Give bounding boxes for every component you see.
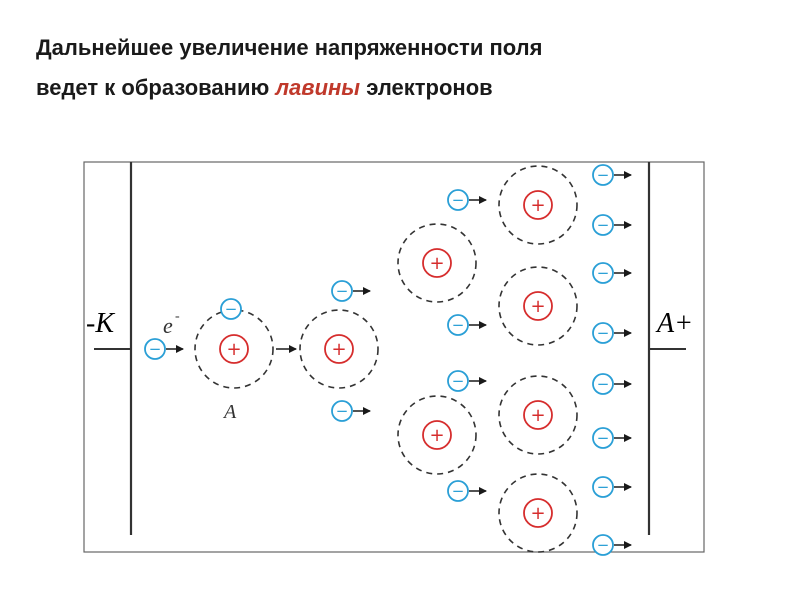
title-line-2: ведет к образованию лавины электронов xyxy=(36,68,776,108)
plus-sign: + xyxy=(530,405,545,426)
ion-core xyxy=(523,400,553,430)
minus-sign: − xyxy=(597,264,610,282)
electron-circle xyxy=(447,370,469,392)
positive-ion: + xyxy=(397,395,477,475)
title-line-1: Дальнейшее увеличение напряженности поля xyxy=(36,35,543,60)
electron-shell xyxy=(397,223,477,303)
positive-ion: + xyxy=(498,165,578,245)
electron: − xyxy=(144,338,184,360)
ion-core xyxy=(523,291,553,321)
electron-circle xyxy=(144,338,166,360)
electron: − xyxy=(331,280,371,302)
plus-sign: + xyxy=(429,425,444,446)
electron-circle xyxy=(331,280,353,302)
electron: − xyxy=(592,214,632,236)
ion-core xyxy=(324,334,354,364)
title-highlight-word: лавины xyxy=(275,75,361,100)
minus-sign: − xyxy=(336,282,349,300)
electron: − xyxy=(447,189,487,211)
electron-circle xyxy=(220,298,242,320)
electron-circle xyxy=(592,427,614,449)
minus-sign: − xyxy=(597,324,610,342)
atom-label: A xyxy=(222,401,237,423)
minus-sign: − xyxy=(149,340,162,358)
positive-ion: + xyxy=(498,473,578,553)
electron: − xyxy=(447,480,487,502)
ion-core xyxy=(219,334,249,364)
plus-sign: + xyxy=(530,503,545,524)
electron-shell xyxy=(194,309,274,389)
electron: − xyxy=(592,476,632,498)
electron: − xyxy=(592,262,632,284)
minus-sign: − xyxy=(225,300,238,318)
positive-ion: + xyxy=(498,266,578,346)
minus-sign: − xyxy=(452,482,465,500)
electron: − xyxy=(331,400,371,422)
minus-sign: − xyxy=(452,316,465,334)
ion-core xyxy=(422,420,452,450)
electron: − xyxy=(592,373,632,395)
minus-sign: − xyxy=(597,536,610,554)
positive-ion: + xyxy=(194,309,274,389)
minus-sign: − xyxy=(336,402,349,420)
electron-shell xyxy=(498,473,578,553)
electron-circle xyxy=(592,262,614,284)
electron-circle xyxy=(592,214,614,236)
electron: − xyxy=(592,322,632,344)
plus-sign: + xyxy=(429,253,444,274)
cathode-label: -K xyxy=(86,308,115,339)
electron-circle xyxy=(447,480,469,502)
electron-circle xyxy=(592,373,614,395)
plus-sign: + xyxy=(331,339,346,360)
ion-core xyxy=(523,498,553,528)
positive-ion: + xyxy=(397,223,477,303)
electron: − xyxy=(592,534,632,556)
electron-label: e xyxy=(163,313,173,338)
plus-sign: + xyxy=(530,195,545,216)
electron-shell xyxy=(299,309,379,389)
electron-shell xyxy=(498,165,578,245)
minus-sign: − xyxy=(597,166,610,184)
title-line-2-end: электронов xyxy=(360,75,493,100)
electron-circle xyxy=(447,189,469,211)
anode-label: A+ xyxy=(655,308,693,339)
electron-shell xyxy=(498,375,578,455)
positive-ion: + xyxy=(498,375,578,455)
plus-sign: + xyxy=(530,296,545,317)
electron: − xyxy=(447,314,487,336)
minus-sign: − xyxy=(452,191,465,209)
electron-circle xyxy=(592,322,614,344)
electron-shell xyxy=(498,266,578,346)
minus-sign: − xyxy=(452,372,465,390)
plus-sign: + xyxy=(226,339,241,360)
ion-core xyxy=(422,248,452,278)
electron: − xyxy=(447,370,487,392)
electron-circle xyxy=(447,314,469,336)
minus-sign: − xyxy=(597,216,610,234)
electron-circle xyxy=(592,476,614,498)
electron: − xyxy=(592,427,632,449)
particles: + + + + + + + + − − − − − − − − − − − − − − − − xyxy=(144,164,632,556)
slide-title: Дальнейшее увеличение напряженности поля… xyxy=(36,28,776,108)
electron-circle xyxy=(592,164,614,186)
title-line-2-start: ведет к образованию xyxy=(36,75,276,100)
ion-core xyxy=(523,190,553,220)
electron: − xyxy=(592,164,632,186)
minus-sign: − xyxy=(597,478,610,496)
electron-circle xyxy=(592,534,614,556)
electron-shell xyxy=(397,395,477,475)
electron-label-superscript: - xyxy=(175,309,180,324)
electron: − xyxy=(220,298,242,320)
positive-ion: + xyxy=(299,309,379,389)
minus-sign: − xyxy=(597,375,610,393)
discharge-tube-frame xyxy=(83,161,705,553)
minus-sign: − xyxy=(597,429,610,447)
electron-circle xyxy=(331,400,353,422)
